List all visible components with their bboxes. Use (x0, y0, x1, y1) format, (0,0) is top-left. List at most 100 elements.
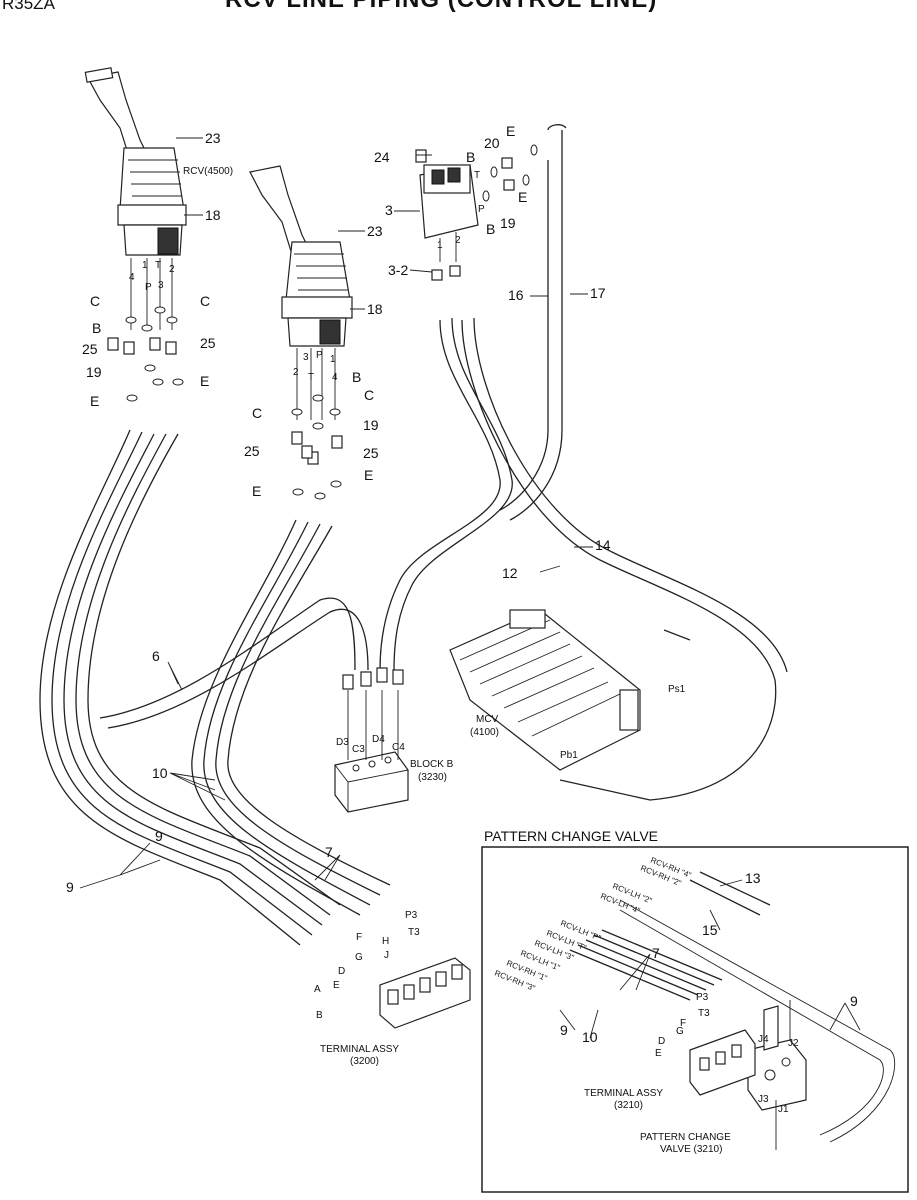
hoses-16-17 (499, 124, 567, 521)
letter-c-1: C (90, 293, 100, 309)
hose-bundle-left (39, 429, 341, 946)
left-rcv-fittings (107, 258, 184, 402)
port-j: J (384, 950, 389, 961)
letter-t-right: T (308, 372, 314, 383)
label-23-left: 23 (205, 130, 221, 146)
port-c3: C3 (352, 744, 365, 755)
inset-port-p3: P3 (696, 992, 709, 1003)
hose-bundle-right (191, 519, 391, 916)
port-ps1: Ps1 (668, 684, 686, 695)
label-23-right: 23 (367, 223, 383, 239)
num-4-left: 4 (129, 272, 135, 283)
inset-valve-name-1: PATTERN CHANGE (640, 1132, 731, 1143)
hoses-12-14 (379, 317, 788, 801)
label-24: 24 (374, 149, 390, 165)
inset-port-j4: J4 (758, 1034, 769, 1045)
port-e: E (333, 980, 340, 991)
letter-c-4: C (364, 387, 374, 403)
left-rcv-joystick (84, 67, 187, 256)
letter-e-3: E (252, 483, 261, 499)
inset-port-j1: J1 (778, 1104, 789, 1115)
label-25-a: 25 (82, 341, 98, 357)
port-a: A (314, 984, 321, 995)
port-d4: D4 (372, 734, 385, 745)
label-13: 13 (745, 870, 761, 886)
inset-port-e: E (655, 1048, 662, 1059)
port-c4: C4 (392, 742, 405, 753)
num-2-top: 2 (455, 235, 461, 246)
letter-b-top-1: B (466, 149, 475, 165)
label-9-a: 9 (155, 828, 163, 844)
leader-lines (79, 137, 861, 1039)
port-b: B (316, 1010, 323, 1021)
hose-mcv-ps1 (663, 629, 691, 641)
label-7: 7 (325, 844, 333, 860)
inset-frame (481, 846, 909, 1193)
label-17: 17 (590, 285, 606, 301)
letter-e-top-2: E (518, 189, 527, 205)
label-19-top: 19 (500, 215, 516, 231)
letter-e-4: E (364, 467, 373, 483)
letter-e-2: E (200, 373, 209, 389)
letter-t-top: T (474, 170, 480, 181)
label-19-right: 19 (363, 417, 379, 433)
letter-p-right: P (316, 350, 323, 361)
terminal-assy-left (379, 957, 471, 1029)
num-1-top: 1 (437, 240, 443, 251)
letter-b-2: B (352, 369, 361, 385)
label-25-d: 25 (363, 445, 379, 461)
inset-terminal-name: TERMINAL ASSY (584, 1088, 663, 1099)
letter-b-top-2: B (486, 221, 495, 237)
label-3-2: 3-2 (388, 262, 408, 278)
label-9-inset-b: 9 (560, 1022, 568, 1038)
rcv-label: RCV(4500) (183, 166, 233, 177)
inset-port-j2: J2 (788, 1038, 799, 1049)
part-number-labels: 23 18 23 18 24 3 3-2 20 19 16 17 25 25 1… (66, 130, 858, 1045)
num-3-left: 3 (158, 280, 164, 291)
inset-hoses (569, 871, 896, 1143)
inset-pattern-change-valve (747, 1000, 807, 1150)
letter-e-1: E (90, 393, 99, 409)
block-b (334, 667, 409, 813)
inset-labels: PATTERN CHANGE VALVE RCV-RH "4" RCV-RH "… (484, 828, 731, 1155)
label-7-inset: 7 (652, 945, 660, 961)
inset-port-g: G (676, 1026, 684, 1037)
label-20: 20 (484, 135, 500, 151)
label-9-b: 9 (66, 879, 74, 895)
inset-terminal-code: (3210) (614, 1100, 643, 1111)
letter-c-2: C (200, 293, 210, 309)
num-1-left: 1 (142, 260, 148, 271)
label-18-left: 18 (205, 207, 221, 223)
inset-port-j3: J3 (758, 1094, 769, 1105)
label-14: 14 (595, 537, 611, 553)
label-9-inset: 9 (850, 993, 858, 1009)
block-b-name: BLOCK B (410, 759, 454, 770)
inset-valve-name-2: VALVE (3210) (660, 1144, 722, 1155)
terminal-assy-code: (3200) (350, 1056, 379, 1067)
letter-p-top: P (478, 204, 485, 215)
num-4-right: 4 (332, 372, 338, 383)
mcv-valve-block (449, 609, 641, 771)
letter-t-left: T (155, 260, 161, 271)
right-rcv-joystick (249, 165, 353, 347)
num-2-left: 2 (169, 264, 175, 275)
solenoid-valve (415, 144, 538, 281)
inset-terminal-assy (689, 1029, 756, 1096)
letter-p-left: P (145, 282, 152, 293)
label-18-right: 18 (367, 301, 383, 317)
label-16: 16 (508, 287, 524, 303)
label-25-b: 25 (200, 335, 216, 351)
letter-e-top-1: E (506, 123, 515, 139)
port-h: H (382, 936, 389, 947)
num-2-right: 2 (293, 367, 299, 378)
inset-port-t3: T3 (698, 1008, 710, 1019)
port-f: F (356, 932, 362, 943)
mcv-code: (4100) (470, 727, 499, 738)
page-title: RCV LINE PIPING (CONTROL LINE) (225, 0, 657, 14)
port-g: G (355, 952, 363, 963)
hose-6 (99, 597, 369, 729)
num-1-right: 1 (330, 354, 336, 365)
right-rcv-fittings (291, 348, 343, 500)
